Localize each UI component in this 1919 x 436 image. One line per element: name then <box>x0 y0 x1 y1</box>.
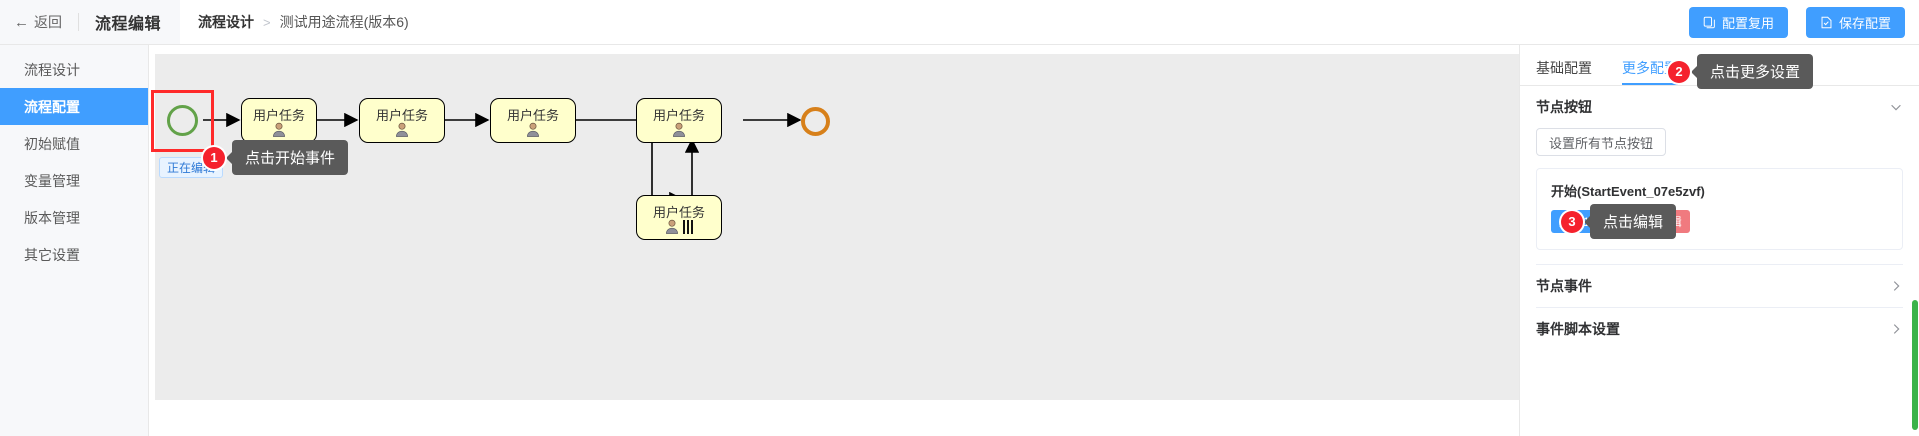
sidebar-item-initial-value[interactable]: 初始赋值 <box>0 125 148 162</box>
editing-badge: 正在编辑 <box>159 157 224 178</box>
tab-more-config[interactable]: 更多配置 <box>1622 46 1678 85</box>
process-canvas[interactable]: 正在编辑 用户任务 用户任务 用户任务 <box>150 45 1519 436</box>
breadcrumb-sub: 测试用途流程(版本6) <box>279 14 409 30</box>
node-button-section-header[interactable]: 节点按钮 <box>1536 86 1903 128</box>
sidebar-item-process-design[interactable]: 流程设计 <box>0 51 148 88</box>
node-button-card: 开始(StartEvent_07e5zvf) 启动1 保存 编辑 3 点击编辑 <box>1536 168 1903 250</box>
user-task-icon <box>491 122 575 137</box>
chevron-right-icon[interactable] <box>1889 279 1903 293</box>
chevron-down-icon[interactable] <box>1889 100 1903 114</box>
back-label: 返回 <box>34 14 62 30</box>
panel-scrollbar[interactable] <box>1912 300 1918 430</box>
task-node-5[interactable]: 用户任务 <box>636 195 722 240</box>
end-event[interactable] <box>801 107 830 136</box>
task-node-label: 用户任务 <box>652 205 705 220</box>
sidebar-item-label: 初始赋值 <box>24 135 80 152</box>
header-actions: 配置复用 保存配置 <box>1688 7 1905 38</box>
breadcrumb-current[interactable]: 流程设计 <box>198 14 254 30</box>
save-config-button[interactable]: 保存配置 <box>1805 7 1905 38</box>
arrow-left-icon: ← <box>14 13 29 31</box>
user-task-icon <box>242 122 316 137</box>
user-task-icon <box>360 122 444 137</box>
coachmark-number: 1 <box>203 146 225 169</box>
coachmark-1: 1 点击开始事件 <box>203 140 349 175</box>
sidebar-item-process-config[interactable]: 流程配置 <box>0 88 148 125</box>
task-node-label: 用户任务 <box>375 108 428 123</box>
sidebar-item-label: 变量管理 <box>24 172 80 189</box>
node-event-section-header[interactable]: 节点事件 <box>1536 264 1903 307</box>
node-button-section-title: 节点按钮 <box>1536 99 1592 115</box>
bpmn-diagram[interactable]: 正在编辑 用户任务 用户任务 用户任务 <box>151 54 1519 400</box>
tab-basic-config[interactable]: 基础配置 <box>1536 59 1592 76</box>
coachmark-text: 点击编辑 <box>1590 204 1677 239</box>
task-node-4[interactable]: 用户任务 <box>636 98 722 143</box>
task-node-3[interactable]: 用户任务 <box>490 98 576 143</box>
task-node-2[interactable]: 用户任务 <box>359 98 445 143</box>
back-button[interactable]: ← 返回 <box>14 12 62 32</box>
parallel-multi-instance-icon <box>683 220 693 234</box>
panel-scrollbar-thumb[interactable] <box>1912 300 1918 430</box>
node-event-section-title: 节点事件 <box>1536 278 1592 294</box>
node-button-section: 节点按钮 设置所有节点按钮 开始(StartEvent_07e5zvf) 启动1… <box>1520 86 1919 350</box>
panel-tabs: 基础配置 更多配置 2 点击更多设置 <box>1520 45 1919 89</box>
user-task-icon <box>637 122 721 137</box>
start-event[interactable] <box>167 105 198 136</box>
breadcrumb: 流程设计 > 测试用途流程(版本6) <box>198 0 409 44</box>
coachmark-number: 2 <box>1668 60 1690 83</box>
task-node-label: 用户任务 <box>652 108 705 123</box>
chevron-right-icon[interactable] <box>1889 322 1903 336</box>
sidebar-item-label: 其它设置 <box>24 246 80 263</box>
sidebar-item-variable-manage[interactable]: 变量管理 <box>0 162 148 199</box>
set-all-node-buttons-button[interactable]: 设置所有节点按钮 <box>1536 128 1667 156</box>
breadcrumb-separator: > <box>263 14 271 30</box>
node-card-title: 开始(StartEvent_07e5zvf) <box>1551 184 1705 199</box>
event-script-section-title: 事件脚本设置 <box>1536 321 1620 337</box>
coachmark-text: 点击开始事件 <box>232 140 349 175</box>
task-node-label: 用户任务 <box>506 108 559 123</box>
sidebar-item-label: 流程配置 <box>24 98 80 115</box>
header-divider <box>78 13 79 31</box>
top-bar: ← 返回 流程编辑 流程设计 > 测试用途流程(版本6) 配置复用 <box>0 0 1919 45</box>
coachmark-number: 3 <box>1561 210 1583 233</box>
sidebar: 流程设计 流程配置 初始赋值 变量管理 版本管理 其它设置 <box>0 45 149 436</box>
user-task-icon <box>637 219 721 234</box>
sidebar-item-label: 版本管理 <box>24 209 80 226</box>
config-panel: 基础配置 更多配置 2 点击更多设置 节点按钮 设置所有节点按钮 开始(Star… <box>1519 45 1919 436</box>
task-node-1[interactable]: 用户任务 <box>241 98 317 143</box>
coachmark-text: 点击更多设置 <box>1697 54 1814 89</box>
task-node-label: 用户任务 <box>252 108 305 123</box>
selection-highlight <box>151 90 214 152</box>
app-title: 流程编辑 <box>95 16 162 33</box>
save-icon <box>1821 16 1832 29</box>
top-bar-left: ← 返回 流程编辑 <box>0 0 180 44</box>
config-reuse-label: 配置复用 <box>1721 16 1774 31</box>
coachmark-2: 2 点击更多设置 <box>1668 54 1814 89</box>
event-script-section-header[interactable]: 事件脚本设置 <box>1536 307 1903 350</box>
copy-icon <box>1703 16 1715 29</box>
sidebar-item-other-settings[interactable]: 其它设置 <box>0 236 148 273</box>
sidebar-item-label: 流程设计 <box>24 61 80 78</box>
sidebar-item-version-manage[interactable]: 版本管理 <box>0 199 148 236</box>
coachmark-3: 3 点击编辑 <box>1561 204 1677 239</box>
save-config-label: 保存配置 <box>1838 16 1891 31</box>
node-card-tags: 启动1 保存 编辑 3 点击编辑 <box>1551 204 1888 239</box>
config-reuse-button[interactable]: 配置复用 <box>1688 7 1788 38</box>
